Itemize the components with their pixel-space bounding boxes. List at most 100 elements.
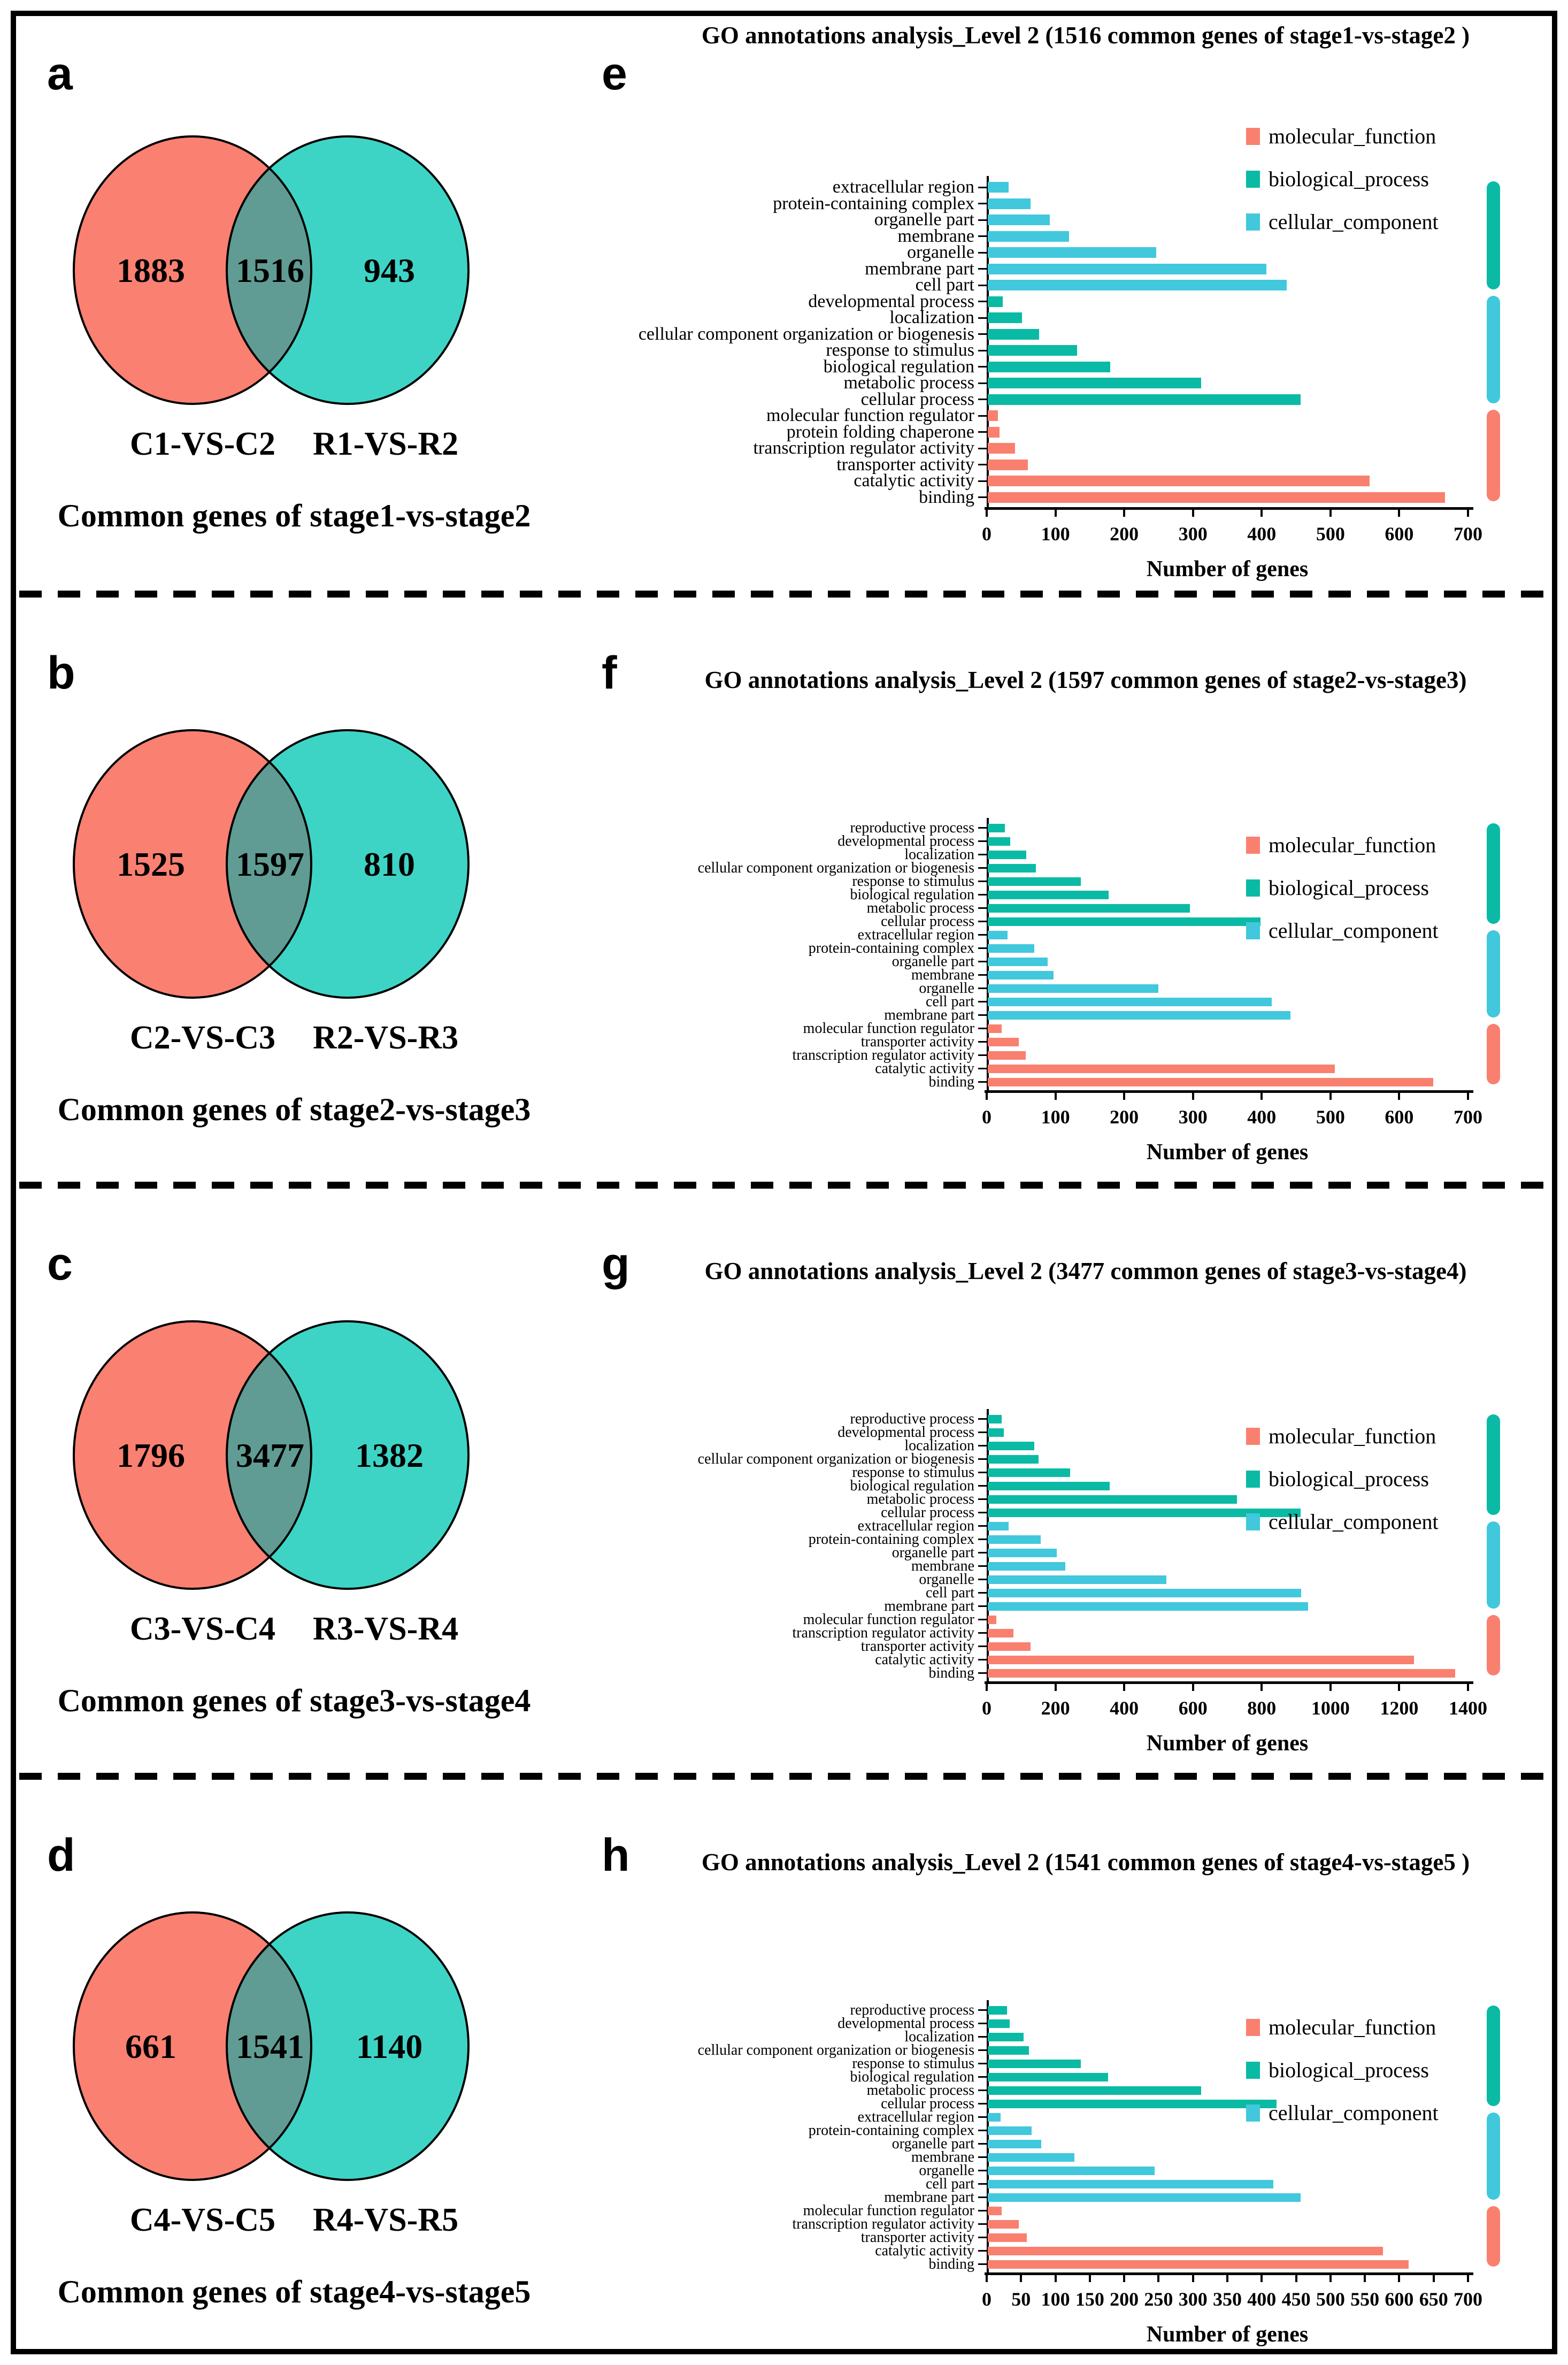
category-tick (978, 431, 987, 433)
category-tick (978, 974, 987, 976)
category-tick (978, 2090, 987, 2091)
panel-letter-d: d (47, 1830, 75, 1881)
panel-letter-c: c (47, 1238, 73, 1290)
y-axis-line (987, 818, 989, 1090)
legend-label: biological_process (1269, 2058, 1429, 2082)
bar-localization (988, 312, 1023, 324)
category-tick (978, 2143, 987, 2145)
category-tick (978, 961, 987, 962)
category-tick (978, 1472, 987, 1473)
category-label: reproductive process (850, 819, 974, 836)
bar-biological-regulation (988, 1481, 1110, 1490)
legend-item-biological_process: biological_process (1246, 2060, 1429, 2081)
x-axis-tick-label: 700 (1454, 523, 1482, 545)
x-axis-tick (1467, 1684, 1469, 1691)
panel-letter-a: a (47, 48, 73, 100)
x-axis-tick-label: 400 (1247, 2289, 1277, 2310)
x-axis-tick-label: 0 (982, 1697, 991, 1719)
bar-organelle-part (988, 2139, 1042, 2148)
category-label: cell part (926, 993, 974, 1010)
x-axis-tick-label: 600 (1385, 2289, 1414, 2310)
legend-swatch-molecular_function (1246, 2019, 1260, 2036)
bar-membrane (988, 970, 1054, 979)
bar-cellular-component-organization-or-biogenesis (988, 2046, 1029, 2055)
legend-item-cellular_component: cellular_component (1246, 2102, 1439, 2124)
bar-response-to-stimulus (988, 1468, 1071, 1477)
category-tick (978, 1485, 987, 1487)
category-label: metabolic process (866, 899, 974, 916)
x-axis-tick (986, 1684, 988, 1691)
x-axis-tick-label: 400 (1247, 523, 1277, 545)
venn-right-label: R4-VS-R5 (313, 2202, 459, 2238)
category-label: protein-containing complex (808, 939, 974, 956)
category-tick (978, 464, 987, 466)
group-sidebar-biological_process (1487, 2006, 1500, 2106)
legend-item-biological_process: biological_process (1246, 169, 1429, 190)
panel-letter-e: e (602, 48, 627, 100)
category-label: cell part (926, 1584, 974, 1601)
x-axis-tick-label: 150 (1075, 2289, 1104, 2310)
category-tick (978, 2036, 987, 2038)
bar-response-to-stimulus (988, 345, 1078, 356)
venn-left-outline (73, 135, 312, 405)
figure-border (11, 11, 1557, 2354)
x-axis-line (985, 1681, 1473, 1684)
category-label: biological regulation (850, 886, 975, 903)
x-axis-tick (1192, 510, 1194, 517)
category-label: cell part (926, 2175, 974, 2192)
category-tick (978, 2023, 987, 2024)
bar-reproductive-process (988, 823, 1005, 832)
venn-common-count: 1597 (236, 845, 304, 883)
category-tick (978, 251, 987, 254)
category-tick (978, 2237, 987, 2238)
bar-transcription-regulator-activity (988, 1051, 1026, 1060)
category-label: reproductive process (850, 2001, 974, 2018)
venn-common-count: 1541 (236, 2027, 304, 2065)
category-label: organelle part (891, 953, 974, 970)
legend-item-molecular_function: molecular_function (1246, 835, 1436, 856)
bar-organelle-part (988, 1548, 1057, 1557)
bar-cell-part (988, 1588, 1302, 1597)
bar-localization (988, 850, 1026, 859)
x-axis-tick-label: 800 (1247, 1697, 1277, 1719)
category-label: membrane part (884, 1006, 974, 1023)
group-sidebar-cellular_component (1487, 930, 1500, 1017)
venn-right-label: R1-VS-R2 (313, 426, 459, 462)
x-axis-tick (1123, 510, 1126, 517)
venn-left-count: 661 (125, 2027, 176, 2065)
x-axis-title: Number of genes (1146, 557, 1309, 581)
x-axis-tick-label: 500 (1316, 523, 1345, 545)
x-axis-tick-label: 600 (1178, 1697, 1208, 1719)
venn-common-count: 3477 (236, 1436, 304, 1474)
x-axis-line (985, 2272, 1473, 2275)
venn-caption: Common genes of stage1-vs-stage2 (57, 498, 531, 533)
category-label: transporter activity (836, 454, 974, 474)
category-label: developmental process (837, 2015, 974, 2032)
category-tick (978, 186, 987, 188)
category-label: organelle part (891, 2135, 974, 2152)
bar-catalytic-activity (988, 476, 1370, 487)
legend-swatch-biological_process (1246, 879, 1260, 897)
bar-protein-containing-complex (988, 198, 1031, 209)
bar-biological-regulation (988, 890, 1109, 899)
x-axis-tick (1467, 2275, 1469, 2282)
bar-membrane-part (988, 1602, 1309, 1611)
category-label: biological regulation (850, 2068, 975, 2085)
category-label: cellular process (860, 389, 974, 409)
category-tick (978, 854, 987, 855)
category-label: organelle (907, 242, 974, 263)
x-axis-tick-label: 100 (1041, 523, 1070, 545)
bar-binding (988, 1077, 1434, 1086)
bar-cellular-process (988, 2099, 1277, 2108)
legend-item-biological_process: biological_process (1246, 1468, 1429, 1490)
x-axis-line (985, 1090, 1473, 1093)
bar-response-to-stimulus (988, 877, 1081, 886)
category-label: membrane part (865, 258, 974, 279)
x-axis-tick (1398, 1093, 1401, 1100)
category-label: transcription regulator activity (753, 438, 974, 458)
category-tick (978, 2170, 987, 2171)
